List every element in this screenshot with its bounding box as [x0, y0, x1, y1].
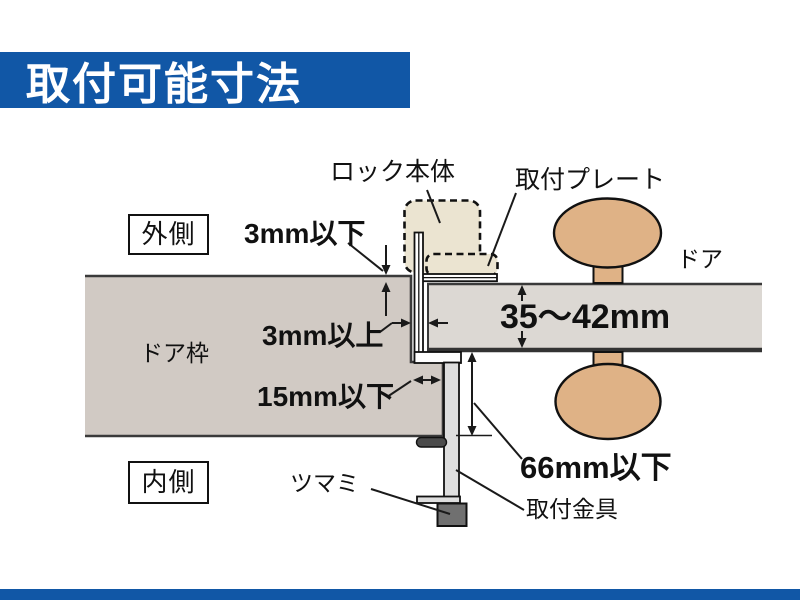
door-shape — [427, 282, 762, 353]
dim-frame-step-text: 3mm以下 — [244, 218, 366, 249]
dimension-annotations — [347, 189, 527, 515]
label-inside: 内側 — [128, 461, 209, 504]
bracket-base-plate — [414, 273, 498, 283]
dim-lip-arrows — [386, 375, 441, 398]
dim-door-thickness-text: 35〜42mm — [500, 298, 671, 336]
dim-lip-text: 15mm以下 — [257, 381, 394, 412]
title-ribbon: 取付可能寸法 — [0, 52, 410, 109]
leader-thumb-knob — [370, 488, 451, 515]
bracket-hook-plate — [413, 231, 424, 364]
dim-frame-step-arrows — [347, 242, 391, 316]
dim-clamp-depth-text: 66mm以下 — [520, 450, 672, 485]
mounting-plate-outline — [425, 252, 499, 277]
bracket-jog — [413, 351, 462, 364]
dim-door-thickness-arrows — [517, 285, 527, 348]
inside-knob — [554, 351, 662, 441]
label-outside: 外側 — [128, 214, 209, 255]
page-title: 取付可能寸法 — [26, 60, 302, 109]
label-bracket: 取付金具 — [526, 496, 618, 522]
label-door: ドア — [677, 246, 723, 272]
footer-rule — [0, 589, 800, 600]
bracket-bottom-plate — [416, 495, 461, 504]
leader-bracket — [455, 469, 525, 511]
outside-knob — [552, 197, 663, 284]
dim-clamp-depth-arrows — [456, 352, 523, 460]
label-thumb-knob: ツマミ — [290, 470, 359, 496]
bracket-bar — [443, 361, 460, 503]
label-door-frame: ドア枠 — [140, 340, 209, 366]
bracket-pad — [415, 436, 448, 448]
dim-gap-text: 3mm以上 — [262, 320, 384, 351]
label-mounting-plate: 取付プレート — [515, 166, 666, 194]
leader-mounting-plate — [487, 192, 517, 267]
leader-lock-body — [426, 189, 441, 224]
dim-gap-arrows — [379, 318, 448, 333]
label-lock-body: ロック本体 — [330, 158, 456, 186]
thumb-knob-shape — [436, 502, 468, 527]
